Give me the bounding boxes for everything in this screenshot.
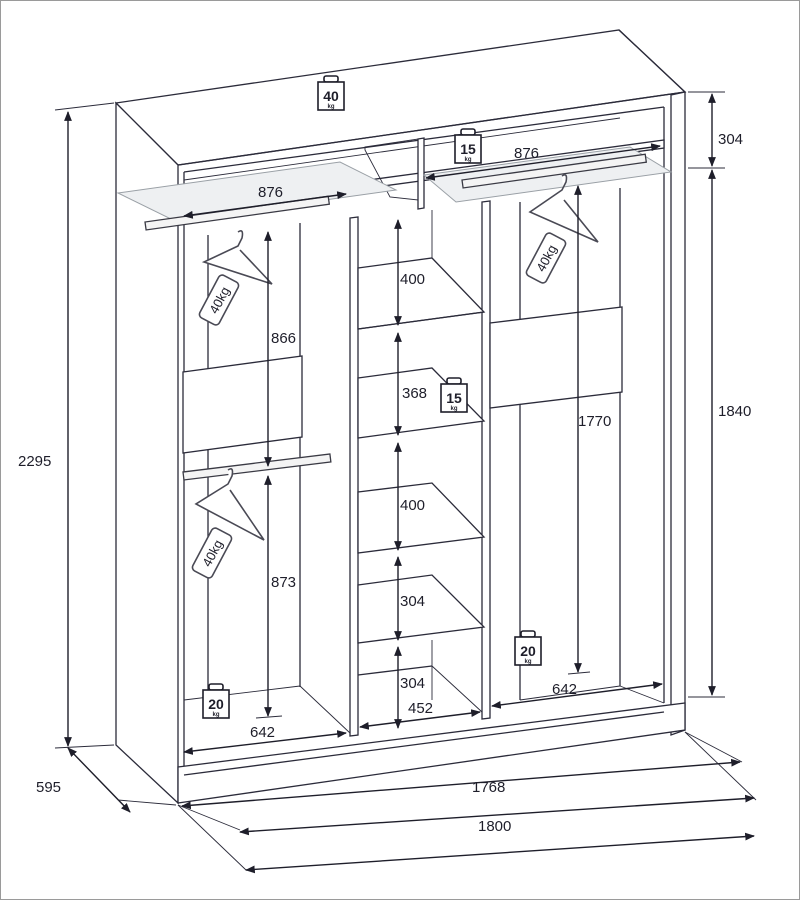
hanger-left-lower: 40kg <box>191 468 265 579</box>
dim-middle-width: 452 <box>408 700 433 717</box>
weight-unit-middle-shelf: kg <box>450 406 457 412</box>
dim-total-height: 2295 <box>18 453 51 470</box>
weight-tag-right <box>525 232 567 284</box>
weight-unit-left-bottom: kg <box>212 712 219 718</box>
right-section <box>489 188 665 704</box>
right-side-panel <box>670 91 686 736</box>
dim-top-compartment: 304 <box>718 131 743 148</box>
middle-shelf-2 <box>357 367 486 439</box>
dim-left-upper-hanging: 866 <box>271 330 296 347</box>
middle-shelf-3 <box>357 482 486 554</box>
dim-outer-width: 1800 <box>478 818 511 835</box>
dim-right-top-rail: 876 <box>514 145 539 162</box>
weight-value-middle-shelf: 15 <box>446 390 462 406</box>
dim-right-section: 1840 <box>718 403 751 420</box>
weight-value-top: 40 <box>323 88 339 104</box>
weight-icon-top-right-rail: 15 kg <box>454 128 482 164</box>
weight-tag-left-upper <box>198 274 240 326</box>
dim-middle-shelf-3: 400 <box>400 497 425 514</box>
dim-middle-shelf-5: 304 <box>400 675 425 692</box>
weight-icon-left-bottom: 20 kg <box>202 683 230 719</box>
right-drawer-panel <box>489 306 623 409</box>
dim-right-bottom: 642 <box>552 681 577 698</box>
dim-left-top-rail: 876 <box>258 184 283 201</box>
middle-column <box>349 200 491 737</box>
middle-shelf-4 <box>357 574 486 644</box>
weight-value-top-right-rail: 15 <box>460 141 476 157</box>
dim-depth: 595 <box>36 779 61 796</box>
dim-inner-width: 1768 <box>472 779 505 796</box>
weight-value-right-bottom: 20 <box>520 643 536 659</box>
dim-right-hanging: 1770 <box>578 413 611 430</box>
weight-unit-top: kg <box>327 104 334 110</box>
weight-icon-right-bottom: 20 kg <box>514 630 542 666</box>
left-section <box>182 223 351 734</box>
weight-icon-top: 40 kg <box>317 75 345 111</box>
dim-left-bottom: 642 <box>250 724 275 741</box>
dim-middle-shelf-1: 400 <box>400 271 425 288</box>
dimension-lines <box>54 91 757 874</box>
left-lower-rail <box>182 453 332 481</box>
hanger-left-upper: 40kg <box>198 230 273 326</box>
dim-left-lower-hanging: 873 <box>271 574 296 591</box>
middle-shelf-1 <box>357 257 486 330</box>
dimension-labels: 2295 304 1840 595 1768 1800 876 876 866 … <box>18 131 751 835</box>
dim-middle-shelf-4: 304 <box>400 593 425 610</box>
weight-tag-left-lower <box>191 527 233 579</box>
dim-middle-shelf-2: 368 <box>402 385 427 402</box>
weight-icon-middle-shelf: 15 kg <box>440 377 468 413</box>
weight-unit-top-right-rail: kg <box>464 157 471 163</box>
weight-unit-right-bottom: kg <box>524 659 531 665</box>
weight-value-left-bottom: 20 <box>208 696 224 712</box>
left-drawer-panel <box>182 355 303 454</box>
top-panel <box>114 29 687 166</box>
